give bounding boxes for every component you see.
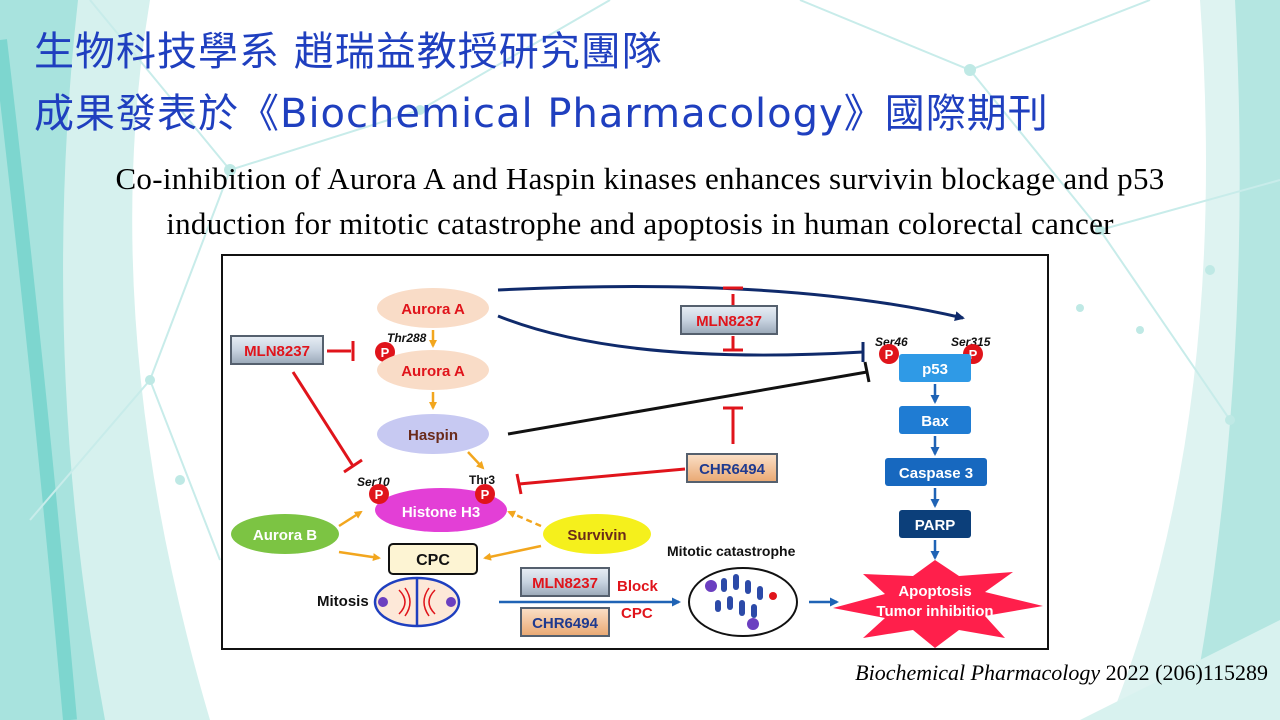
svg-text:P: P (375, 487, 384, 502)
parp-box (899, 510, 971, 538)
citation: Biochemical Pharmacology 2022 (206)11528… (855, 660, 1268, 686)
thr288-label: Thr288 (387, 331, 427, 345)
mitosis-label: Mitosis (317, 593, 369, 610)
haspin-inhibit-p53-line (507, 370, 868, 436)
aurora-b-label: Aurora B (253, 527, 317, 544)
aurora-a-mid-node (377, 350, 489, 390)
chr6494-mid-box (686, 453, 778, 483)
pathway-diagram-canvas: MLN8237 CHR6494 Aurora A Thr288 P Aurora… (230, 285, 1043, 648)
mln8237-top-label: MLN8237 (696, 313, 762, 330)
mitotic-catastrophe-label: Mitotic catastrophe (667, 543, 796, 559)
heading-line-2: 成果發表於《Biochemical Pharmacology》國際期刊 (34, 91, 1049, 137)
svg-text:P: P (885, 347, 894, 362)
mln8237-left-box (230, 335, 324, 365)
mln8237-bottom-box (520, 567, 610, 597)
phospho-thr288 (375, 342, 395, 362)
thr3-label: Thr3 (469, 473, 495, 487)
p53-label: p53 (922, 361, 948, 378)
cpc-red-label: CPC (621, 605, 653, 622)
apoptosis-label: Apoptosis (898, 583, 971, 600)
inhibit-bar (343, 458, 363, 474)
cpc-label: CPC (416, 552, 450, 569)
caspase3-label: Caspase 3 (899, 465, 973, 482)
svg-text:P: P (381, 345, 390, 360)
aurora-b-node (231, 514, 339, 554)
dividing-cell-icon (373, 576, 461, 628)
paper-title: Co-inhibition of Aurora A and Haspin kin… (0, 156, 1280, 246)
mln8237-left-label: MLN8237 (244, 343, 310, 360)
phospho-ser10 (369, 484, 389, 504)
parp-label: PARP (915, 517, 956, 534)
paper-title-line-1: Co-inhibition of Aurora A and Haspin kin… (115, 161, 1165, 196)
inhibit-bar (863, 361, 871, 383)
catastrophe-cell-icon (688, 567, 798, 637)
haspin-label: Haspin (408, 427, 458, 444)
bax-box (899, 406, 971, 434)
aurora-to-p53-arrow (497, 285, 965, 322)
chr6494-mid-label: CHR6494 (699, 461, 766, 478)
tumor-inhibition-label: Tumor inhibition (876, 603, 993, 620)
mln-inhibit-ser10-line (291, 371, 355, 467)
svg-text:P: P (481, 487, 490, 502)
aurora-a-top-label: Aurora A (401, 301, 465, 318)
block-label: Block (617, 578, 659, 595)
pathway-diagram: MLN8237 CHR6494 Aurora A Thr288 P Aurora… (221, 254, 1049, 650)
histone-h3-label: Histone H3 (402, 504, 480, 521)
paper-title-line-2: induction for mitotic catastrophe and ap… (166, 206, 1114, 241)
inhibit-bar (515, 473, 523, 495)
apoptosis-star (833, 560, 1043, 648)
svg-text:P: P (969, 347, 978, 362)
aurora-inhibit-ser46-line (497, 314, 864, 357)
mln8237-bottom-label: MLN8237 (532, 575, 598, 592)
citation-journal: Biochemical Pharmacology (855, 660, 1101, 685)
cpc-box (388, 543, 478, 575)
citation-details: 2022 (206)115289 (1100, 660, 1268, 685)
mln8237-top-box (680, 305, 778, 335)
phospho-thr3 (475, 484, 495, 504)
chr6494-bottom-label: CHR6494 (532, 615, 599, 632)
phospho-ser46 (879, 344, 899, 364)
aurora-a-top-node (377, 288, 489, 328)
bax-label: Bax (921, 413, 949, 430)
heading-line-1: 生物科技學系 趙瑞益教授研究團隊 (34, 29, 663, 75)
aurora-a-mid-label: Aurora A (401, 363, 465, 380)
p53-box (899, 354, 971, 382)
chr6494-bottom-box (520, 607, 610, 637)
chr-inhibit-thr3-line (518, 467, 686, 486)
survivin-label: Survivin (567, 527, 626, 544)
survivin-node (543, 514, 651, 554)
haspin-node (377, 414, 489, 454)
histone-h3-node (375, 488, 507, 532)
ser46-label: Ser46 (875, 335, 908, 349)
ser315-label: Ser315 (951, 335, 991, 349)
caspase3-box (885, 458, 987, 486)
